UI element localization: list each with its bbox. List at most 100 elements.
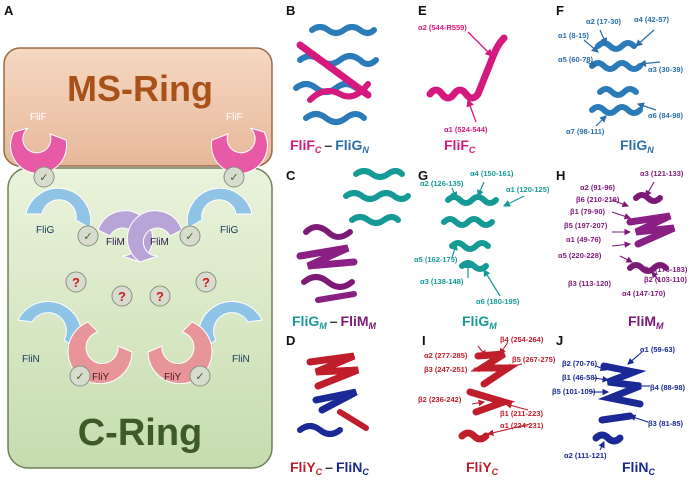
flimM-label-7: β4 (176-183) bbox=[644, 265, 688, 274]
fliyC-label-5: β1 (211-223) bbox=[500, 409, 543, 418]
check-icon: ✓ bbox=[33, 166, 55, 188]
fliy-right-label: FliY bbox=[164, 372, 182, 383]
flinC-label-5: β3 (81-85) bbox=[648, 419, 684, 428]
fligM-label-4: α3 (138-148) bbox=[420, 277, 464, 286]
fligN-label-4: α3 (30-39) bbox=[648, 65, 684, 74]
flimM-label-0: α3 (121-133) bbox=[640, 169, 684, 178]
ms-ring-box bbox=[3, 47, 273, 167]
flig-left-shape bbox=[25, 187, 92, 229]
flinC-label-6: α2 (111-121) bbox=[564, 451, 607, 460]
panel-c-letter: C bbox=[286, 168, 296, 183]
flim-left-label: FliM bbox=[106, 237, 125, 248]
svg-text:✓: ✓ bbox=[83, 231, 92, 243]
panel-h-title: FliMM bbox=[628, 313, 664, 331]
flinC-label-3: β4 (88-98) bbox=[650, 383, 686, 392]
flif-left-label: FliF bbox=[30, 112, 47, 123]
fligN-label-3: α5 (60-78) bbox=[558, 55, 594, 64]
fliy-left-label: FliY bbox=[92, 372, 110, 383]
panel-i-title: FliYC bbox=[466, 459, 499, 477]
c-ring-box bbox=[7, 167, 273, 469]
flig-left-label: FliG bbox=[36, 225, 55, 236]
flimM-label-3: β1 (79-90) bbox=[570, 207, 606, 216]
flinC-label-4: β5 (101-109) bbox=[552, 387, 596, 396]
flinC-structure bbox=[592, 362, 647, 445]
panel-e-title: FliFC bbox=[444, 137, 476, 155]
flif-right-shape bbox=[210, 127, 268, 174]
panel-c-title: FliGM–FliMM bbox=[292, 313, 377, 331]
fligN-structure bbox=[589, 40, 643, 116]
flimM-label-2: β6 (210-219) bbox=[576, 195, 620, 204]
svg-text:?: ? bbox=[202, 275, 210, 290]
flifc-label-0: α2 (544-R559) bbox=[418, 23, 467, 32]
panel-d-letter: D bbox=[286, 333, 295, 348]
flinC-label-0: α1 (59-63) bbox=[640, 345, 676, 354]
panel-i-letter: I bbox=[422, 333, 426, 348]
question-icon: ? bbox=[111, 285, 133, 307]
flig-right-shape bbox=[186, 187, 253, 229]
c-ring-label: C-Ring bbox=[78, 412, 203, 454]
fligM-label-2: α1 (120-125) bbox=[506, 185, 550, 194]
flimM-label-9: β3 (113-120) bbox=[568, 279, 611, 288]
flimM-structure bbox=[626, 192, 676, 274]
fliyC-label-2: β3 (247-251) bbox=[424, 365, 468, 374]
fliyC-label-6: α1 (224-231) bbox=[500, 421, 544, 430]
flimM-label-5: α1 (49-76) bbox=[566, 235, 602, 244]
fligN-label-6: α7 (98-111) bbox=[566, 127, 605, 136]
flimM-label-4: β5 (197-207) bbox=[564, 221, 608, 230]
fligM-flimM-structure bbox=[296, 168, 411, 303]
svg-text:?: ? bbox=[72, 275, 80, 290]
check-icon: ✓ bbox=[179, 225, 201, 247]
fligM-label-5: α6 (180-195) bbox=[476, 297, 520, 306]
flimM-label-1: α2 (91-96) bbox=[580, 183, 616, 192]
svg-text:✓: ✓ bbox=[39, 172, 48, 184]
fligM-label-0: α4 (150-161) bbox=[470, 169, 514, 178]
question-icon: ? bbox=[195, 271, 217, 293]
svg-text:✓: ✓ bbox=[195, 371, 204, 383]
panel-h-letter: H bbox=[556, 168, 565, 183]
panel-d-title: FliYC–FliNC bbox=[290, 459, 369, 477]
panel-j-letter: J bbox=[556, 333, 563, 348]
fliyC-flinC-structure bbox=[297, 352, 369, 437]
check-icon: ✓ bbox=[77, 225, 99, 247]
panel-f-title: FliGN bbox=[620, 137, 654, 155]
panel-g-title: FliGM bbox=[462, 313, 497, 331]
fliyC-label-3: β5 (267-275) bbox=[512, 355, 556, 364]
flifc-fligN-structure bbox=[293, 24, 379, 125]
check-icon: ✓ bbox=[189, 365, 211, 387]
flinC-label-1: β2 (70-76) bbox=[562, 359, 598, 368]
panel-f-letter: F bbox=[556, 3, 564, 18]
svg-text:✓: ✓ bbox=[185, 231, 194, 243]
fliyC-label-1: β4 (254-264) bbox=[500, 335, 544, 344]
fliyC-label-0: α2 (277-285) bbox=[424, 351, 468, 360]
flifc-label-1: α1 (524-544) bbox=[444, 125, 488, 134]
check-icon: ✓ bbox=[223, 166, 245, 188]
flinC-label-2: β1 (46-58) bbox=[562, 373, 598, 382]
panel-e-letter: E bbox=[418, 3, 427, 18]
flimM-label-6: α5 (220-228) bbox=[558, 251, 602, 260]
svg-text:✓: ✓ bbox=[75, 371, 84, 383]
panel-j-title: FliNC bbox=[622, 459, 655, 477]
flin-left-label: FliN bbox=[22, 354, 40, 365]
svg-text:✓: ✓ bbox=[229, 172, 238, 184]
svg-text:?: ? bbox=[156, 289, 164, 304]
fligN-label-1: α4 (42-57) bbox=[634, 15, 670, 24]
flig-right-label: FliG bbox=[220, 225, 239, 236]
flifc-structure bbox=[426, 34, 508, 102]
fligN-label-2: α1 (8-15) bbox=[558, 31, 589, 40]
fligM-label-1: α2 (126-135) bbox=[420, 179, 464, 188]
panel-b-title: FliFC–FliGN bbox=[290, 137, 369, 155]
svg-text:?: ? bbox=[118, 289, 126, 304]
panel-b-letter: B bbox=[286, 3, 295, 18]
question-icon: ? bbox=[149, 285, 171, 307]
check-icon: ✓ bbox=[69, 365, 91, 387]
ms-ring-label: MS-Ring bbox=[67, 68, 213, 109]
flim-right-label: FliM bbox=[150, 237, 169, 248]
flimM-label-8: β2 (103-110) bbox=[644, 275, 687, 284]
flimM-label-10: α4 (147-170) bbox=[622, 289, 666, 298]
panel-g-letter: G bbox=[418, 168, 428, 183]
panel-a-letter: A bbox=[4, 3, 14, 18]
fligN-label-5: α6 (84-98) bbox=[648, 111, 684, 120]
fligM-label-3: α5 (162-175) bbox=[414, 255, 458, 264]
fligN-label-0: α2 (17-30) bbox=[586, 17, 622, 26]
